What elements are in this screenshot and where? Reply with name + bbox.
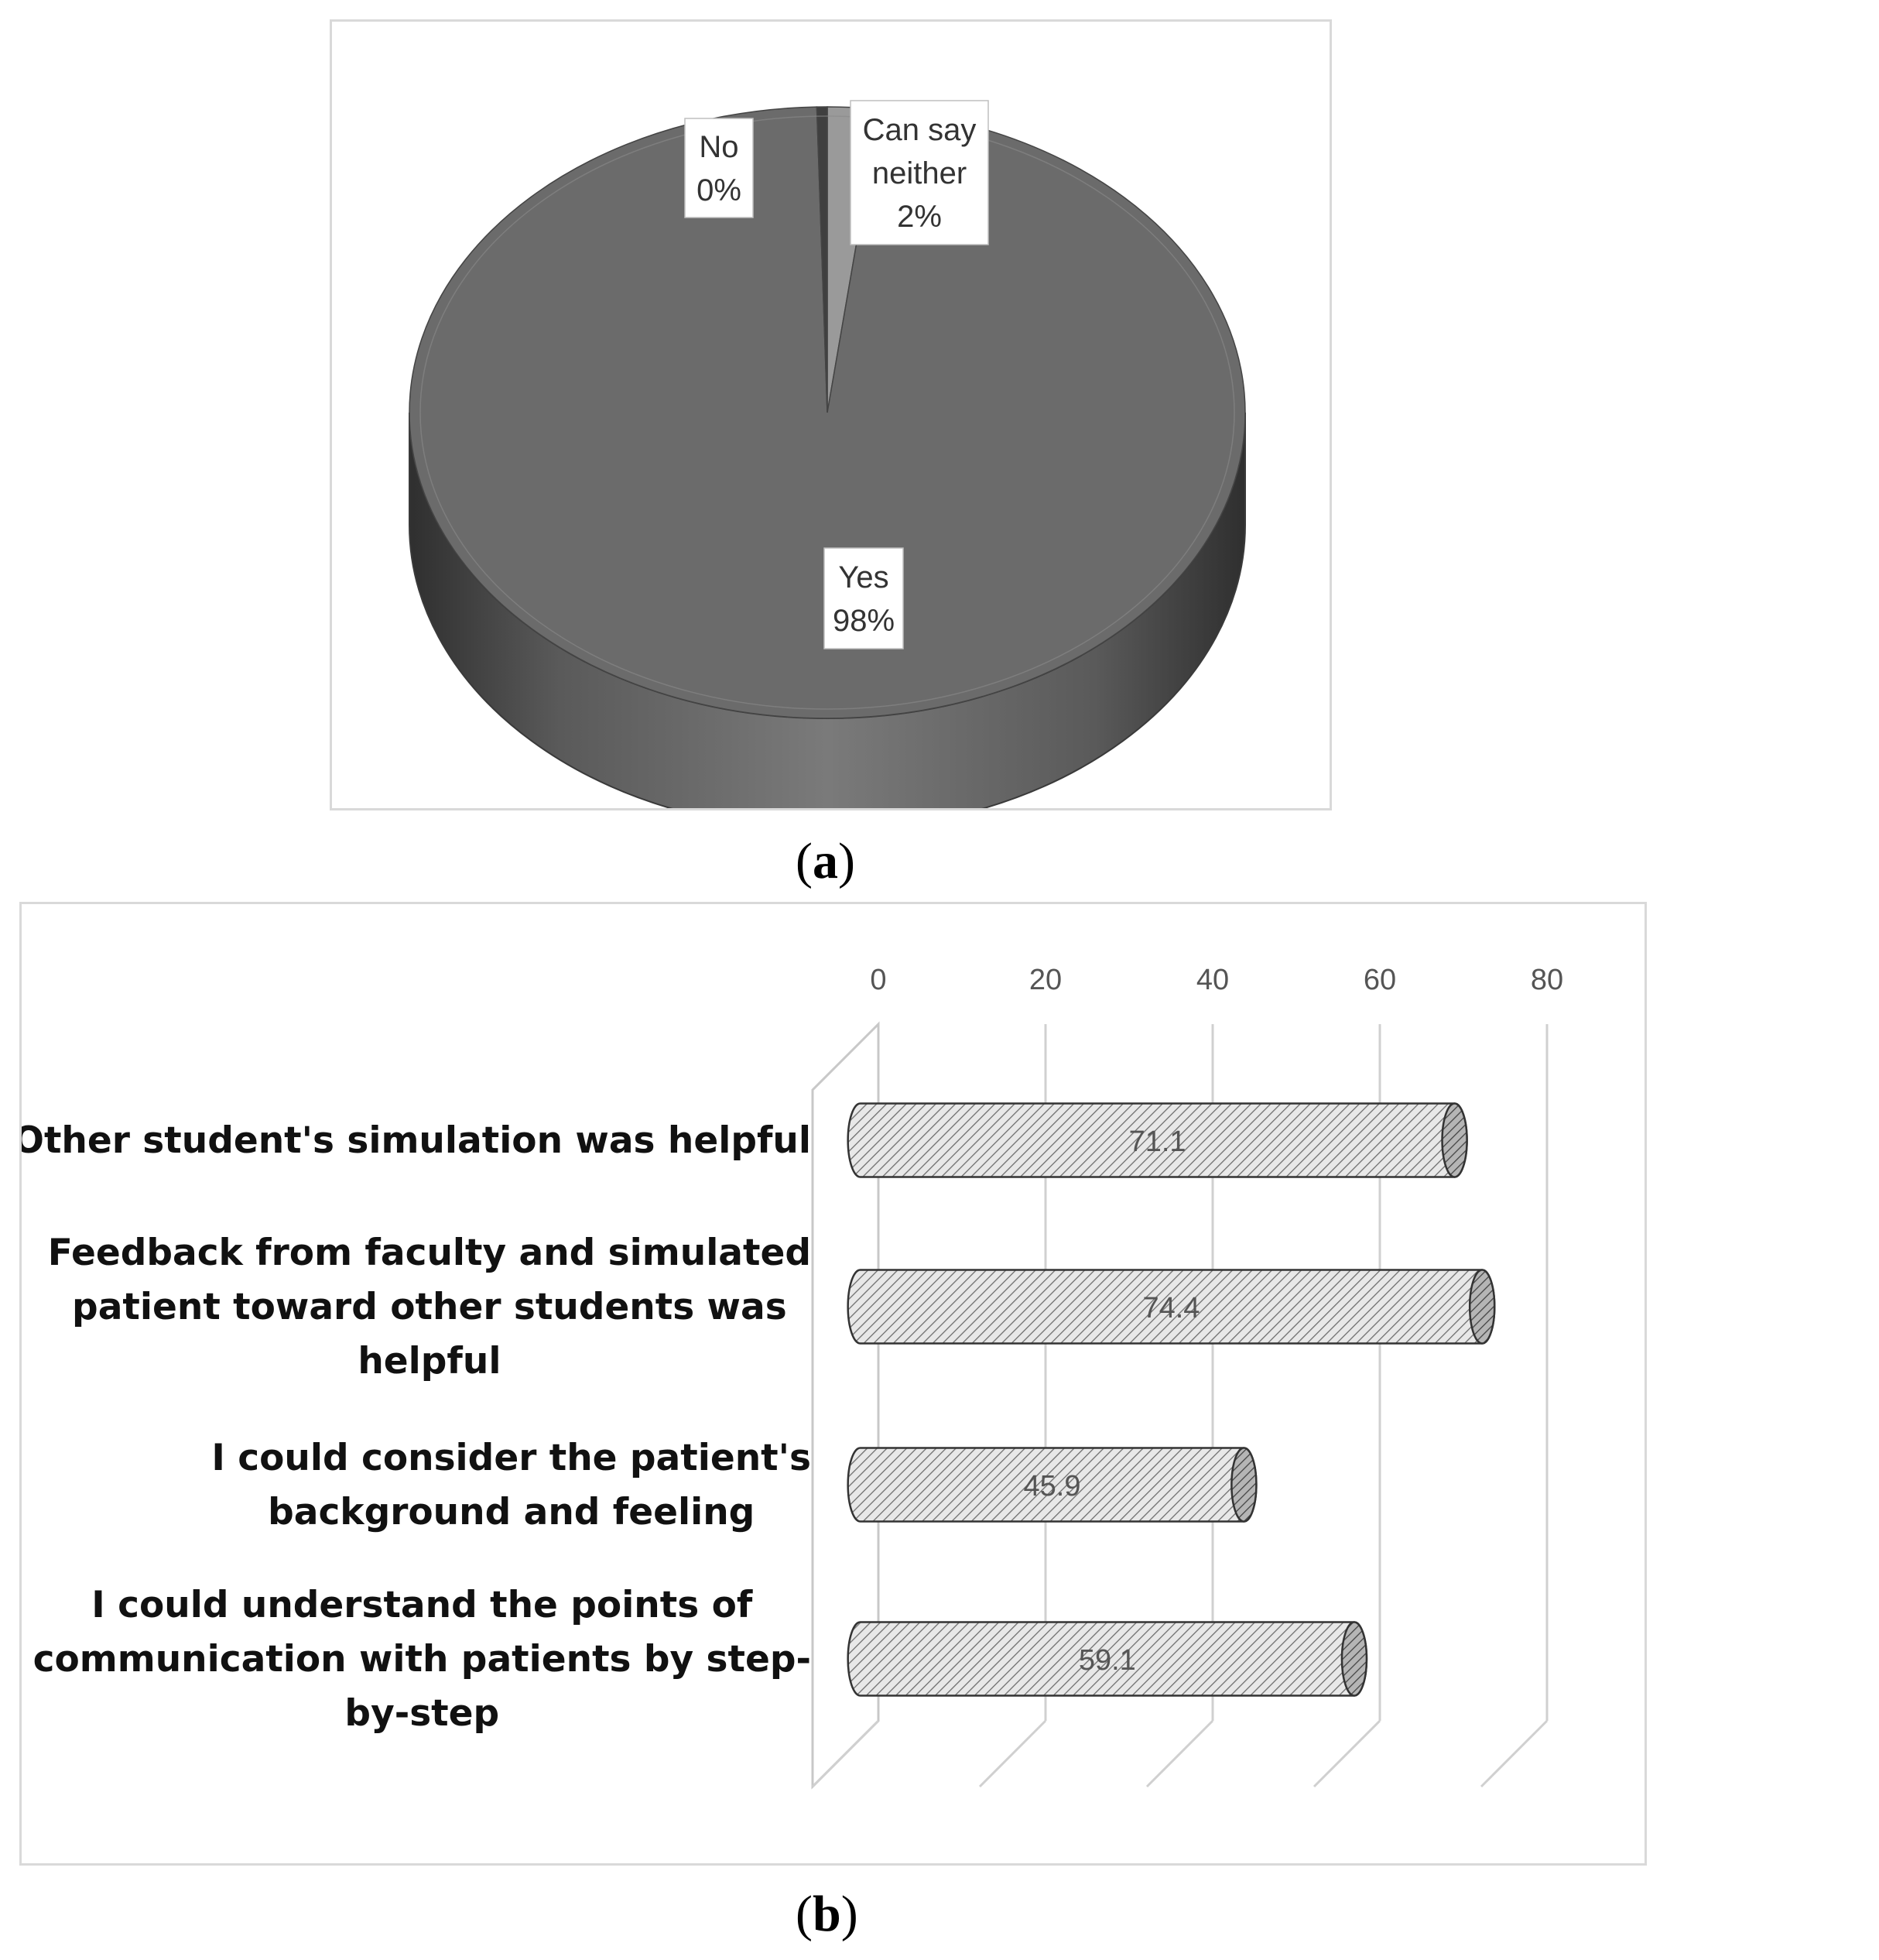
pie-label-text: neither — [872, 156, 967, 190]
category-label-4: I could understand the points of communic… — [33, 1584, 811, 1735]
bar-value-label: 45.9 — [1024, 1470, 1081, 1503]
pie-label-text: No — [699, 130, 738, 164]
bar-value-label: 59.1 — [1079, 1644, 1136, 1677]
category-label-line: I could consider the patient's — [211, 1437, 811, 1479]
pie-slice-yes — [409, 106, 1246, 719]
floor-gridline — [1480, 1719, 1549, 1788]
pie-chart-panel: Yes 98% No 0% Can say neither 2% — [330, 19, 1332, 831]
bar-1: 71.1 — [847, 1102, 1468, 1178]
floor-gridline — [1313, 1719, 1381, 1788]
category-label-line: Other student's simulation was helpful — [22, 1119, 811, 1162]
bar-cap — [1230, 1447, 1258, 1523]
bar-cap — [1340, 1621, 1368, 1697]
x-tick-label: 40 — [1196, 964, 1229, 996]
floor-gridline — [978, 1719, 1047, 1788]
pie-label-text: Can say — [863, 113, 977, 147]
pie-slice-no — [816, 106, 828, 413]
bar-3: 45.9 — [847, 1447, 1258, 1523]
pie-label-text: 0% — [696, 173, 741, 207]
pie-label-text: 2% — [897, 200, 942, 234]
bar-2: 74.4 — [847, 1269, 1496, 1345]
panel-a-caption: (a) — [796, 833, 855, 889]
bar-cap — [1468, 1269, 1496, 1345]
category-label-line: patient toward other students was — [72, 1286, 787, 1328]
category-label-line: I could understand the points of — [91, 1584, 753, 1626]
pie-label-can-say-neither: Can say neither 2% — [850, 100, 989, 245]
pie-rim — [419, 115, 1235, 710]
bar-4: 59.1 — [847, 1621, 1368, 1697]
pie-label-yes: Yes 98% — [823, 547, 904, 649]
bar-value-label: 74.4 — [1142, 1292, 1200, 1324]
category-label-3: I could consider the patient's background… — [211, 1437, 811, 1533]
bar-value-label: 71.1 — [1129, 1126, 1186, 1158]
pie-label-text: 98% — [833, 604, 895, 638]
panel-b-caption: (b) — [796, 1886, 858, 1942]
x-tick-label: 0 — [870, 964, 886, 996]
category-label-line: communication with patients by step- — [33, 1638, 811, 1681]
category-label-line: background and feeling — [268, 1491, 755, 1533]
floor-gridline — [1145, 1719, 1214, 1788]
category-label-line: helpful — [358, 1340, 501, 1383]
pie-chart: Yes 98% No 0% Can say neither 2% — [409, 100, 1246, 831]
category-label-2: Feedback from faculty and simulated patie… — [48, 1232, 811, 1383]
floor-gridline — [811, 1719, 880, 1788]
category-label-line: by-step — [344, 1692, 499, 1735]
bar-chart: 0 20 40 60 80 71.1 74.4 45.9 59.1 Other student's… — [13, 964, 1563, 1790]
bar-cap — [1441, 1102, 1468, 1178]
bar-chart-panel: 0 20 40 60 80 71.1 74.4 45.9 59.1 Other student's… — [13, 902, 1647, 1866]
category-label-1: Other student's simulation was helpful — [13, 1119, 811, 1162]
x-tick-label: 60 — [1364, 964, 1396, 996]
x-tick-label: 20 — [1029, 964, 1062, 996]
pie-label-no: No 0% — [684, 118, 754, 218]
x-tick-label: 80 — [1531, 964, 1563, 996]
pie-label-text: Yes — [838, 560, 888, 595]
category-label-line: Feedback from faculty and simulated — [48, 1232, 811, 1274]
